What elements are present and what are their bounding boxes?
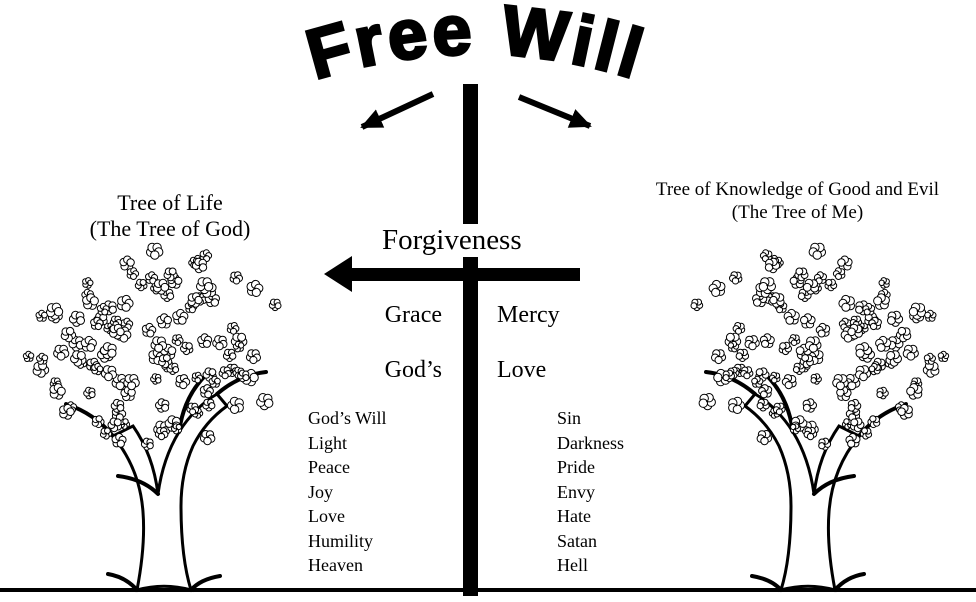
list-item: Humility (308, 530, 374, 551)
mercy-label: Mercy (497, 302, 560, 328)
tree-of-life-label: Tree of Life (The Tree of God) (40, 190, 300, 242)
tree-of-life-label-line1: Tree of Life (117, 190, 223, 215)
love-label: Love (497, 357, 547, 383)
list-item: Satan (557, 530, 597, 551)
list-item: Sin (557, 408, 582, 428)
list-item: Joy (308, 481, 334, 502)
cross-vertical-bar (463, 84, 478, 596)
list-item: Light (308, 432, 347, 453)
free-will-title: Free Will (298, 0, 655, 94)
list-item: Love (308, 506, 345, 526)
list-item: Heaven (308, 555, 363, 575)
grace-label: Grace (384, 302, 442, 328)
tree-of-knowledge-illustration (689, 241, 951, 592)
list-item: Hell (557, 555, 588, 575)
tree-of-life-illustration (21, 241, 284, 592)
crossbar-left-arrowhead-icon (324, 256, 352, 292)
list-item: God’s Will (308, 408, 387, 428)
tree-of-knowledge-label-line2: (The Tree of Me) (731, 202, 864, 223)
gods-label: God’s (384, 357, 442, 383)
tree-of-knowledge-label: Tree of Knowledge of Good and Evil (The … (625, 178, 970, 224)
left-branch-arrow-icon (360, 91, 435, 130)
right-branch-arrow-icon (517, 94, 592, 129)
tree-of-life-label-line2: (The Tree of God) (89, 216, 251, 241)
list-item: Peace (308, 457, 350, 477)
forgiveness-label: Forgiveness (376, 224, 528, 257)
list-item: Darkness (557, 432, 624, 453)
cross-horizontal-bar (352, 268, 580, 281)
ground-line (0, 588, 976, 592)
list-item: Envy (557, 481, 595, 502)
list-item: Pride (557, 457, 595, 477)
tree-of-knowledge-label-line1: Tree of Knowledge of Good and Evil (655, 179, 940, 200)
list-item: Hate (557, 506, 591, 526)
